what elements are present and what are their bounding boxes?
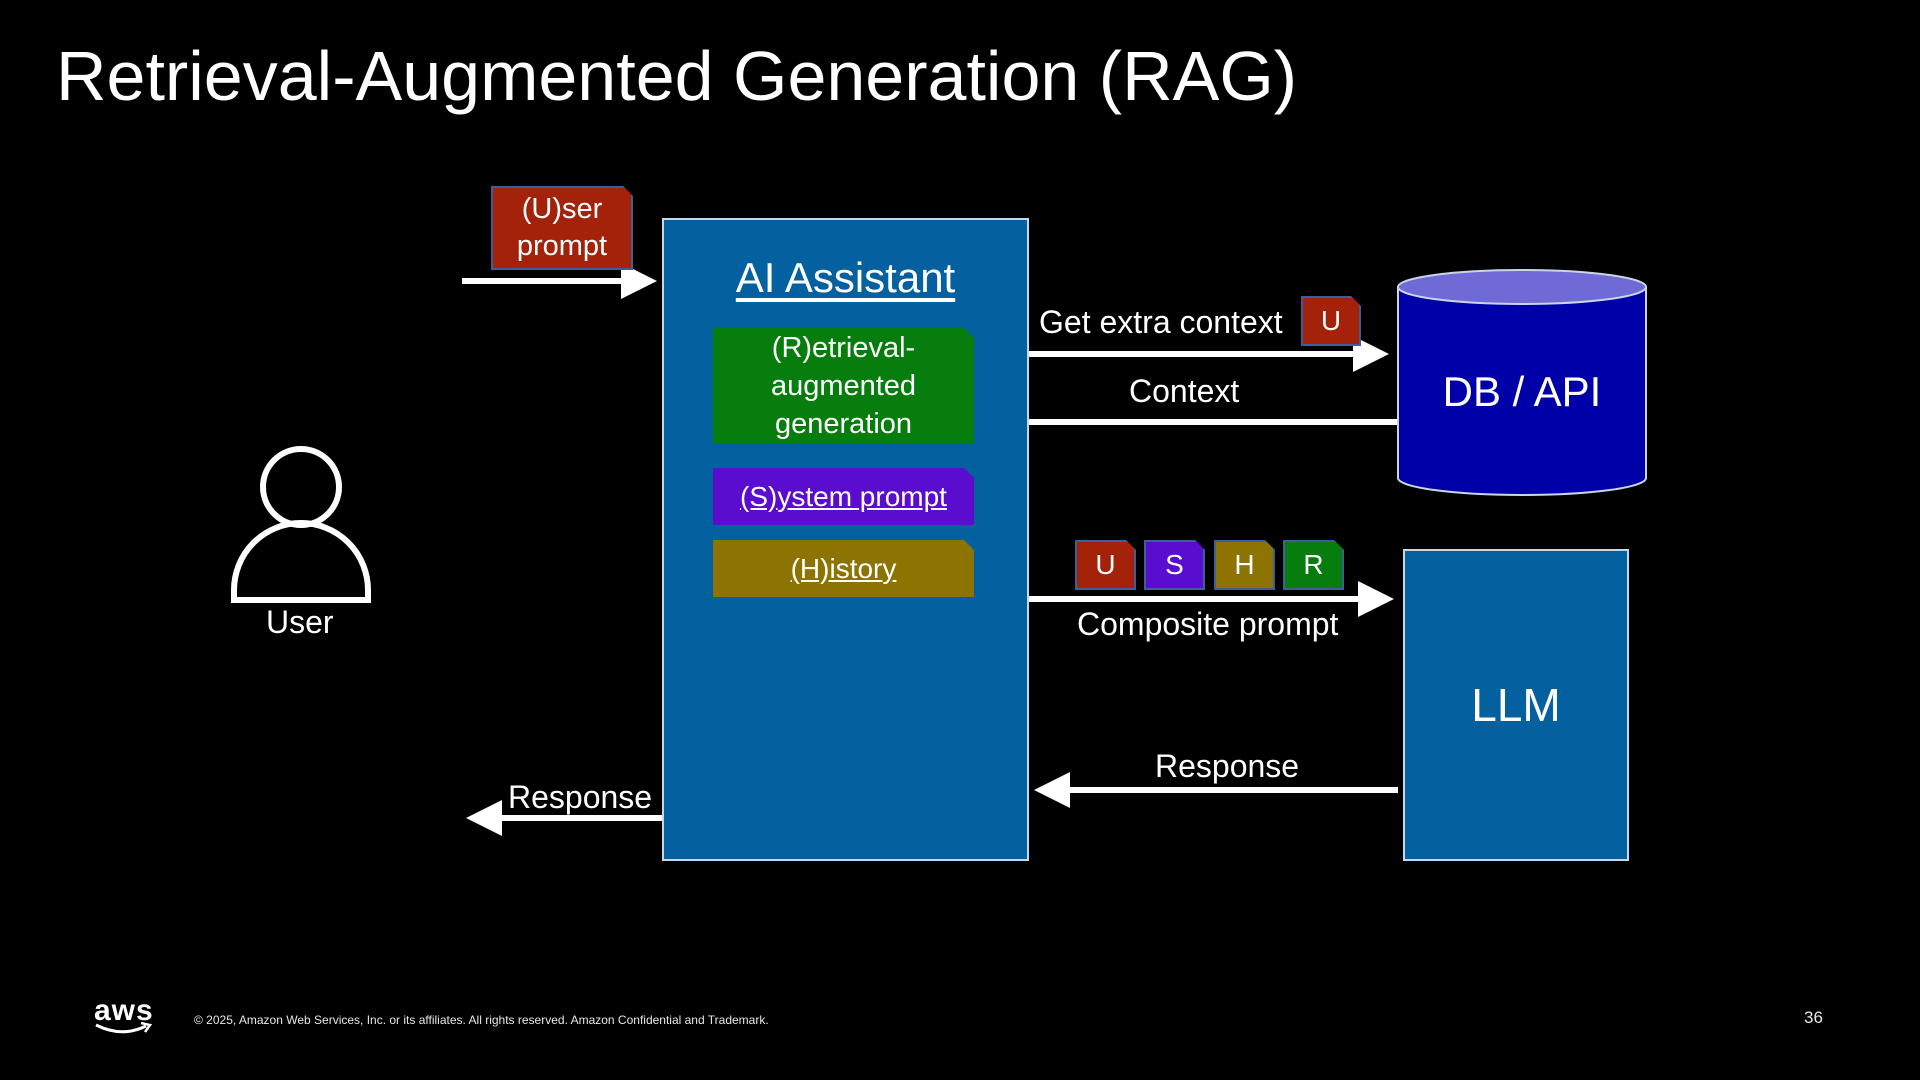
query-u-chip-label: U [1320,305,1342,336]
llm-box: LLM [1403,549,1629,861]
system-prompt-label: (S)ystem prompt [740,480,947,512]
ai-assistant-box [662,218,1029,861]
composite-h-chip: H [1214,540,1275,590]
user-icon [231,446,371,603]
page-number: 36 [1804,1008,1823,1027]
composite-r-label: R [1303,549,1324,580]
copyright-text: © 2025, Amazon Web Services, Inc. or its… [194,1013,769,1027]
llm-label: LLM [1471,679,1561,731]
ai-assistant-title: AI Assistant [735,254,956,301]
composite-s-label: S [1165,549,1184,580]
slide-title: Retrieval-Augmented Generation (RAG) [56,37,1298,115]
database-icon [1397,269,1647,496]
user-prompt-note: (U)ser prompt [491,186,633,270]
db-api-label: DB / API [1442,368,1602,415]
aws-smile-icon [95,1022,153,1034]
aws-logo: aws [94,994,154,1027]
rag-label: (R)etrieval-augmented generation [770,332,917,440]
composite-r-chip: R [1283,540,1344,590]
composite-u-label: U [1095,549,1116,580]
user-prompt-label: (U)ser prompt [516,193,608,262]
history-label: (H)istory [790,552,897,584]
composite-u-chip: U [1075,540,1136,590]
query-u-chip: U [1301,296,1361,346]
user-label: User [266,604,334,640]
composite-prompt-label: Composite prompt [1077,606,1339,642]
history-note: (H)istory [713,540,974,597]
context-label: Context [1129,373,1240,409]
composite-h-label: H [1234,549,1255,580]
rag-note: (R)etrieval-augmented generation [713,328,974,444]
get-context-label: Get extra context [1039,304,1283,340]
llm-response-label: Response [1155,748,1300,784]
composite-s-chip: S [1144,540,1205,590]
user-response-label: Response [508,779,653,815]
system-prompt-note: (S)ystem prompt [713,468,974,525]
